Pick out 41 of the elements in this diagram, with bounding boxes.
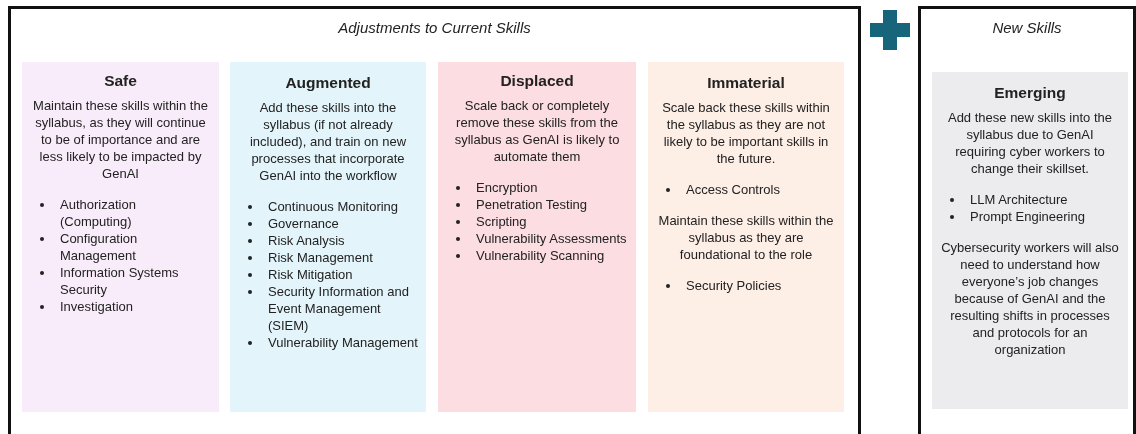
category-card (22, 62, 219, 412)
bullet-item: Configuration Management (30, 230, 211, 264)
bullet-item: LLM Architecture (940, 191, 1120, 208)
section-frame (918, 6, 1136, 434)
section-title: Adjustments to Current Skills (336, 19, 532, 36)
description-text: Maintain these skills within the syllabus as they are foundational to the role (657, 212, 835, 263)
category-card (932, 72, 1128, 409)
bullet-item: Encryption (446, 179, 628, 196)
category-card (648, 62, 844, 412)
section-title: New Skills (991, 19, 1063, 36)
card-heading: Emerging (993, 84, 1067, 101)
category-card (438, 62, 636, 412)
category-card (230, 62, 426, 412)
bullet-item: Risk Management (238, 249, 418, 266)
description-text: Maintain these skills within the syllabus, as they will continue to be of importance and are less likely to be impacted by GenAI (32, 97, 209, 182)
bullet-item: Risk Analysis (238, 232, 418, 249)
bullet-item: Information Systems Security (30, 264, 211, 298)
bullet-item: Access Controls (656, 181, 836, 198)
bullet-item: Continuous Monitoring (238, 198, 418, 215)
description-text: Scale back or completely remove these skills from the syllabus as GenAI is likely to automate them (453, 97, 621, 165)
bullet-item: Scripting (446, 213, 628, 230)
bullet-item: Penetration Testing (446, 196, 628, 213)
card-heading: Augmented (284, 74, 372, 91)
bullet-item: Authorization (Computing) (30, 196, 211, 230)
bullet-item: Investigation (30, 298, 211, 315)
card-heading: Safe (103, 72, 138, 89)
section-frame (8, 6, 861, 434)
bullet-item: Vulnerability Management (238, 334, 418, 351)
bullet-item: Vulnerability Scanning (446, 247, 628, 264)
description-text: Add these skills into the syllabus (if not already included), and train on new processes that incorporate GenAI into the workflow (248, 99, 408, 184)
bullet-item: Prompt Engineering (940, 208, 1120, 225)
bullet-item: Governance (238, 215, 418, 232)
bullet-item: Risk Mitigation (238, 266, 418, 283)
description-text: Add these new skills into the syllabus due to GenAI requiring cyber workers to change their skillset. (946, 109, 1113, 177)
description-text: Cybersecurity workers will also need to understand how everyone’s job changes because of GenAI and the resulting shifts in processes and protocols for an organization (940, 239, 1120, 358)
bullet-item: Security Information and Event Management (SIEM) (238, 283, 418, 334)
card-heading: Immaterial (706, 74, 786, 91)
description-text: Scale back these skills within the syllabus as they are not likely to be important skills in the future. (661, 99, 831, 167)
card-heading: Displaced (499, 72, 575, 89)
bullet-item: Vulnerability Assessments (446, 230, 628, 247)
bullet-item: Security Policies (656, 277, 836, 294)
